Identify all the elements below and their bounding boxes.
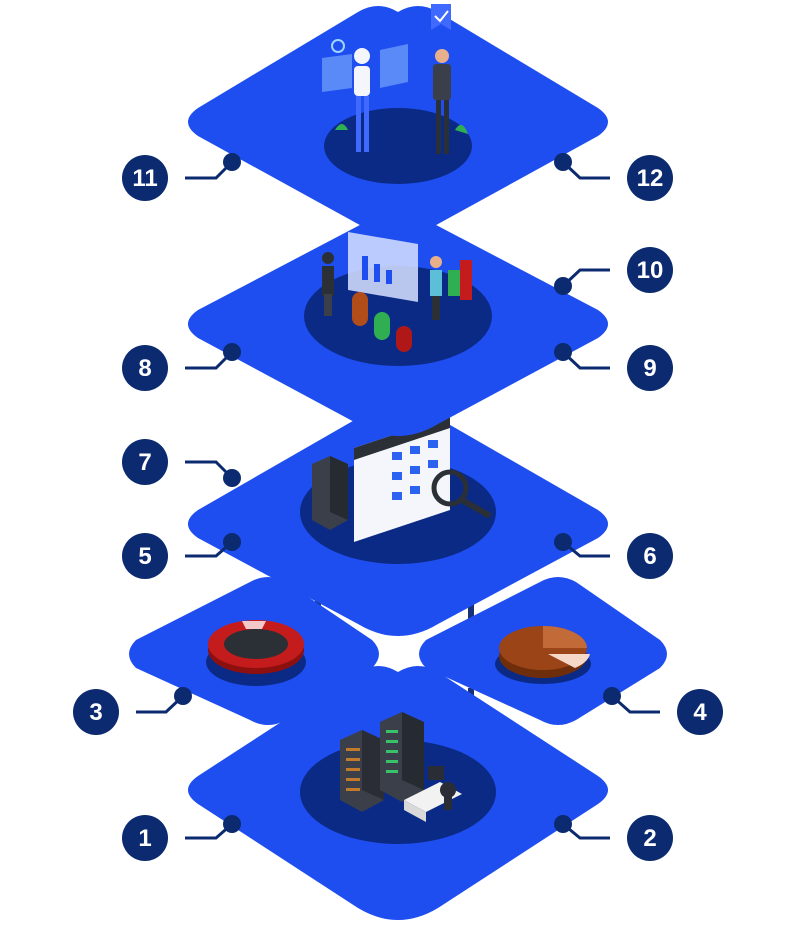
anchor-dot-11 [223,153,241,171]
badge-circle [677,689,723,735]
badge-1: 1 [122,815,168,861]
anchor-dot-5 [223,533,241,551]
badge-12: 12 [627,155,673,201]
badge-number: 2 [643,825,656,852]
badge-number: 6 [643,543,656,570]
badge-6: 6 [627,533,673,579]
badge-circle [73,689,119,735]
badge-circle [122,533,168,579]
server-rack-workstation-icon [340,712,462,822]
badge-circle [627,815,673,861]
badge-circle [122,155,168,201]
badge-circle [122,815,168,861]
badge-11: 11 [122,155,168,201]
platform-top [188,6,608,236]
badge-9: 9 [627,345,673,391]
anchor-dot-7 [223,469,241,487]
badge-number: 1 [138,825,151,852]
anchor-dot-10 [554,277,572,295]
badge-number: 11 [132,165,157,192]
badge-number: 10 [637,257,664,284]
badge-10: 10 [627,247,673,293]
badge-5: 5 [122,533,168,579]
badge-number: 9 [643,355,656,382]
platform-upper [188,220,608,436]
anchor-dot-12 [554,153,572,171]
badge-number: 4 [693,699,707,726]
badge-circle [122,439,168,485]
badge-circle [627,345,673,391]
badge-7: 7 [122,439,168,485]
anchor-dot-6 [554,533,572,551]
file-browser-magnifier-icon [312,416,492,542]
anchor-dot-2 [554,815,572,833]
anchor-dot-4 [603,687,621,705]
badge-3: 3 [73,689,119,735]
anchor-dot-3 [174,687,192,705]
badge-number: 12 [637,165,664,192]
badge-number: 8 [138,355,151,382]
anchor-dot-9 [554,343,572,361]
robot-vr-collaboration-icon [322,4,468,154]
badge-number: 5 [138,543,151,570]
anchor-dot-8 [223,343,241,361]
analytics-dashboard-people-icon [322,232,472,352]
badge-number: 7 [138,449,151,476]
badge-circle [627,533,673,579]
anchor-dot-1 [223,815,241,833]
badge-circle [122,345,168,391]
connector-lines [136,153,660,840]
badge-4: 4 [677,689,723,735]
ring-chart-icon [206,620,306,686]
badge-circle [627,247,673,293]
badge-8: 8 [122,345,168,391]
pie-chart-icon [495,626,591,684]
badge-circle [627,155,673,201]
badge-2: 2 [627,815,673,861]
badge-number: 3 [89,699,102,726]
